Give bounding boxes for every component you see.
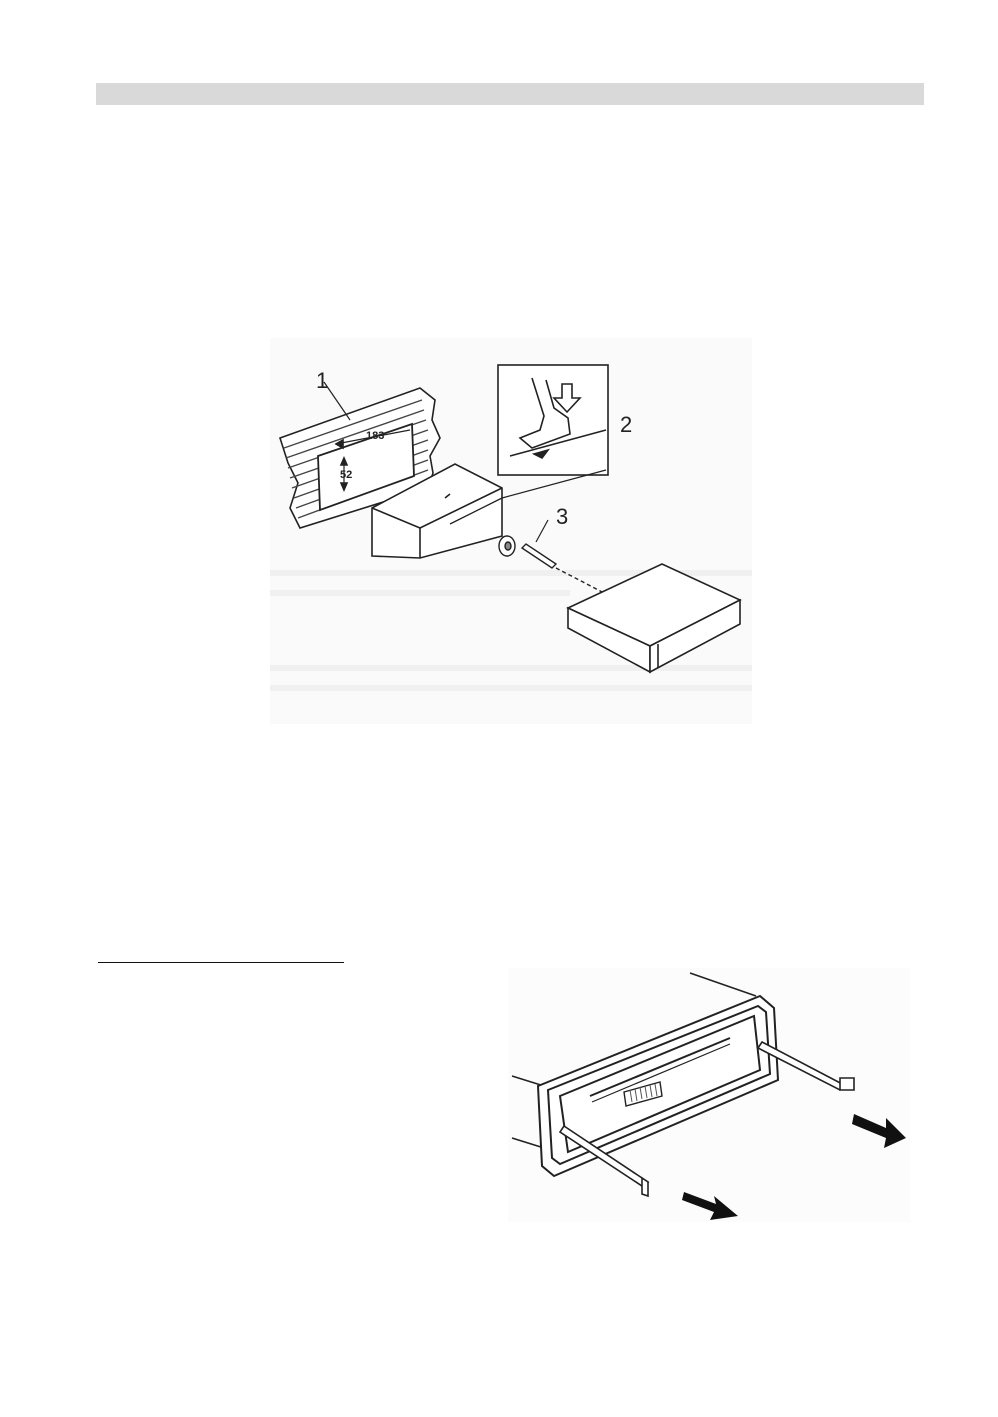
callout-2: 2 xyxy=(620,412,632,437)
section-heading-underline xyxy=(98,962,344,963)
dimension-height: 52 xyxy=(340,469,352,481)
callout-1: 1 xyxy=(316,368,328,393)
installation-diagram: 183 52 1 2 3 xyxy=(270,338,752,724)
header-bar xyxy=(96,83,924,105)
removal-diagram xyxy=(508,968,910,1222)
dimension-width: 183 xyxy=(366,430,384,442)
callout-3: 3 xyxy=(556,504,568,529)
inset-box xyxy=(498,365,608,475)
